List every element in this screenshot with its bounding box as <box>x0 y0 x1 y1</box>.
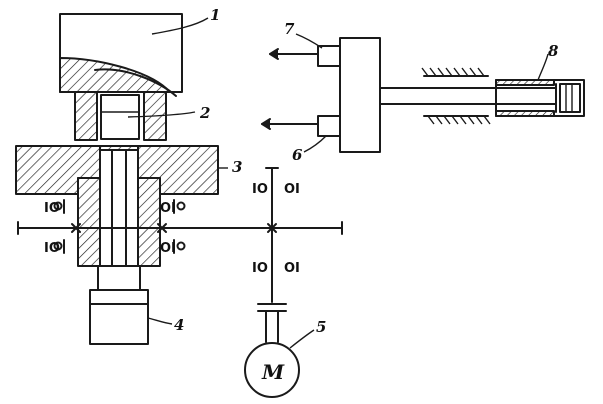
bearing-glyph: IO <box>44 201 60 216</box>
bearing-glyph: OI <box>284 261 300 276</box>
bearing-glyph: OI <box>160 241 176 256</box>
part-4-lower-cylinder <box>89 265 149 345</box>
horizontal-shaft <box>17 221 343 235</box>
label-1: 1 <box>210 6 220 24</box>
callouts: 1 2 3 4 5 6 7 8 <box>127 6 559 349</box>
shaft-coupling <box>257 303 287 343</box>
left-bearings <box>53 199 186 254</box>
spindle-housing <box>77 149 161 283</box>
part-5-motor: M <box>244 342 300 398</box>
motor-letter: M <box>261 360 285 384</box>
part-7-upper-tappet <box>317 45 341 67</box>
part-8-hydraulic-cylinder <box>495 79 585 117</box>
slide-body <box>339 37 381 153</box>
part-6-lower-tappet <box>317 115 341 137</box>
part-1-top-block <box>59 13 183 97</box>
label-7: 7 <box>284 20 295 38</box>
bearing-glyph: IO <box>44 241 60 256</box>
label-3: 3 <box>232 158 242 176</box>
bearing-glyph: IO <box>252 182 268 197</box>
bearing-glyph: IO <box>252 261 268 276</box>
vertical-drive-shaft: IO OI IO OI <box>252 167 300 303</box>
label-5: 5 <box>316 318 326 336</box>
label-4: 4 <box>174 316 184 334</box>
label-2: 2 <box>199 104 210 122</box>
label-8: 8 <box>548 42 559 60</box>
right-slide-assembly <box>261 37 585 153</box>
bearing-glyph: OI <box>284 182 300 197</box>
label-6: 6 <box>292 146 303 164</box>
bearing-glyph: OI <box>160 201 176 216</box>
left-bearing-glyphs: IO OI IO OI <box>44 201 176 256</box>
